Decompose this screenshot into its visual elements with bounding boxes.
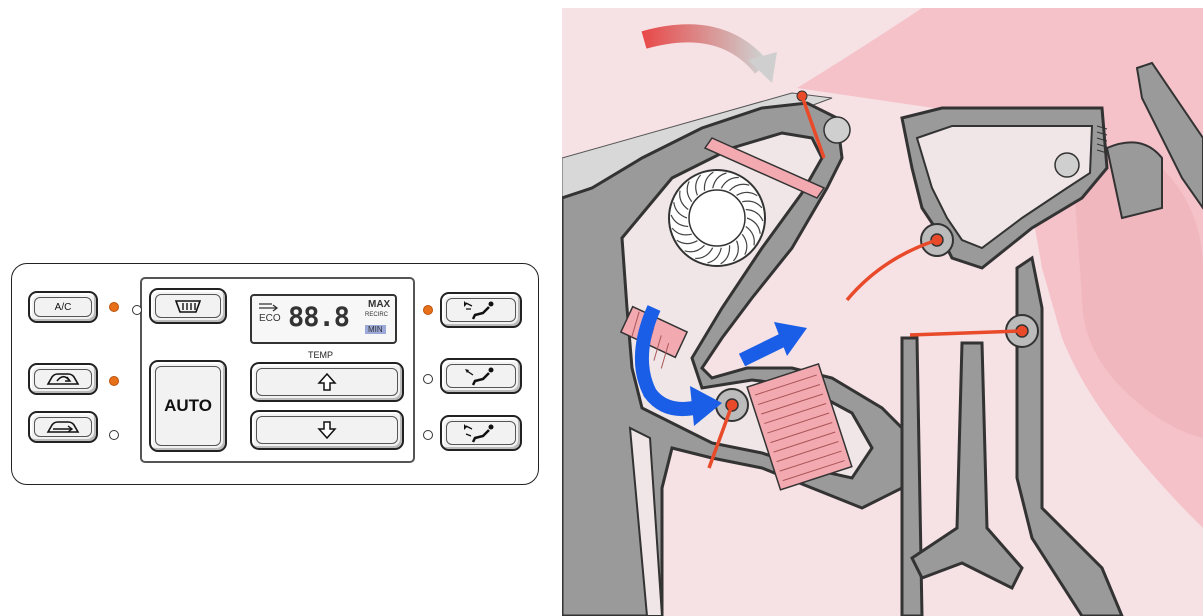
- ac-button[interactable]: A/C: [28, 291, 98, 323]
- blower-fan: [669, 170, 765, 266]
- mode-defrost-feet-indicator-led: [423, 430, 433, 440]
- arrow-up-icon: [317, 372, 337, 392]
- damper-pivot-top: [824, 117, 850, 143]
- airflow-arrow-icon: [258, 302, 280, 312]
- mode-feet-indicator-led: [423, 374, 433, 384]
- defrost-indicator-led: [132, 305, 142, 315]
- auto-button-label: AUTO: [164, 396, 212, 416]
- ac-indicator-led: [109, 302, 119, 312]
- ac-button-label: A/C: [55, 302, 72, 313]
- mode-face-feet-indicator-led: [423, 305, 433, 315]
- recirculation-icon: [45, 370, 81, 388]
- temp-label: TEMP: [308, 350, 333, 360]
- auto-button[interactable]: AUTO: [149, 360, 227, 452]
- fresh-air-icon: [45, 418, 81, 436]
- climate-control-panel: A/C ECO 88.8 MAX RE: [11, 263, 539, 485]
- eco-label: ECO: [259, 313, 281, 324]
- rear-defrost-button[interactable]: [149, 288, 227, 324]
- seated-person-feet-icon: [461, 365, 501, 387]
- seated-person-defrost-feet-icon: [461, 422, 501, 444]
- fresh-air-indicator-led: [109, 430, 119, 440]
- seated-person-face-feet-icon: [461, 299, 501, 321]
- damper-pivot-right: [1055, 153, 1079, 177]
- mode-feet-button[interactable]: [440, 358, 522, 394]
- min-label: MIN: [365, 325, 386, 334]
- arrow-down-icon: [317, 420, 337, 440]
- recirculation-button[interactable]: [28, 363, 98, 395]
- recirc-label: RECIRC: [365, 312, 388, 318]
- fresh-air-button[interactable]: [28, 411, 98, 443]
- recirculation-indicator-led: [109, 376, 119, 386]
- temp-up-button[interactable]: [250, 362, 404, 402]
- mode-defrost-feet-button[interactable]: [440, 415, 522, 451]
- max-label: MAX: [368, 299, 390, 310]
- hvac-airflow-diagram: [562, 8, 1203, 616]
- rear-defrost-icon: [173, 298, 203, 314]
- temperature-digits: 88.8: [288, 302, 349, 333]
- temp-down-button[interactable]: [250, 410, 404, 450]
- lcd-display: ECO 88.8 MAX RECIRC MIN: [250, 294, 397, 344]
- mode-face-feet-button[interactable]: [440, 292, 522, 328]
